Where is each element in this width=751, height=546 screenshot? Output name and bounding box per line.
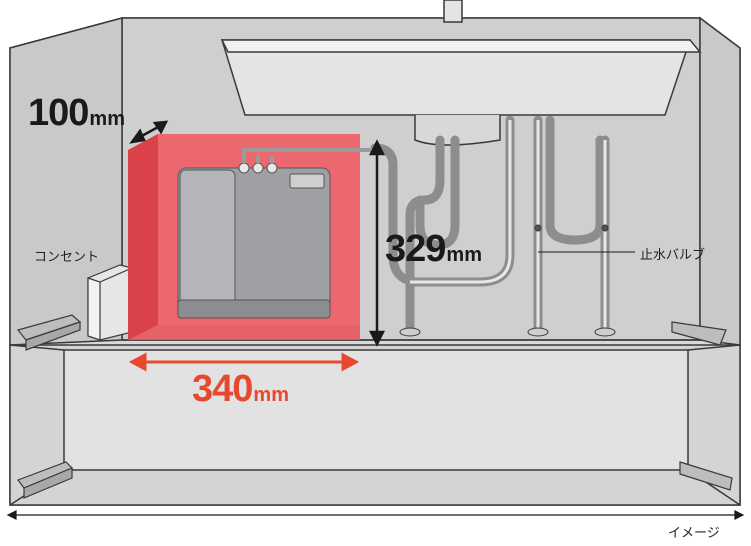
depth-dimension: 100mm [28,92,125,135]
width-unit: mm [253,384,289,406]
image-note-label: イメージ [668,526,720,541]
height-dimension: 329mm [385,228,482,271]
depth-value: 100 [28,92,89,134]
outlet-label: コンセント [34,250,100,265]
height-value: 329 [385,228,446,270]
outlet [87,264,133,341]
width-value: 340 [192,368,253,410]
width-dimension: 340mm [192,368,289,411]
floor-blocks [16,314,733,499]
height-arrow [368,139,386,347]
pipe-flanges [399,224,616,337]
depth-unit: mm [89,108,125,130]
width-arrow [128,352,360,372]
sink-basin [220,0,702,146]
water-heater-unit [177,148,375,319]
height-unit: mm [446,244,482,266]
depth-arrow [129,120,169,144]
stop-valve-label: 止水バルブ [640,248,706,263]
image-width-arrow [6,510,745,520]
